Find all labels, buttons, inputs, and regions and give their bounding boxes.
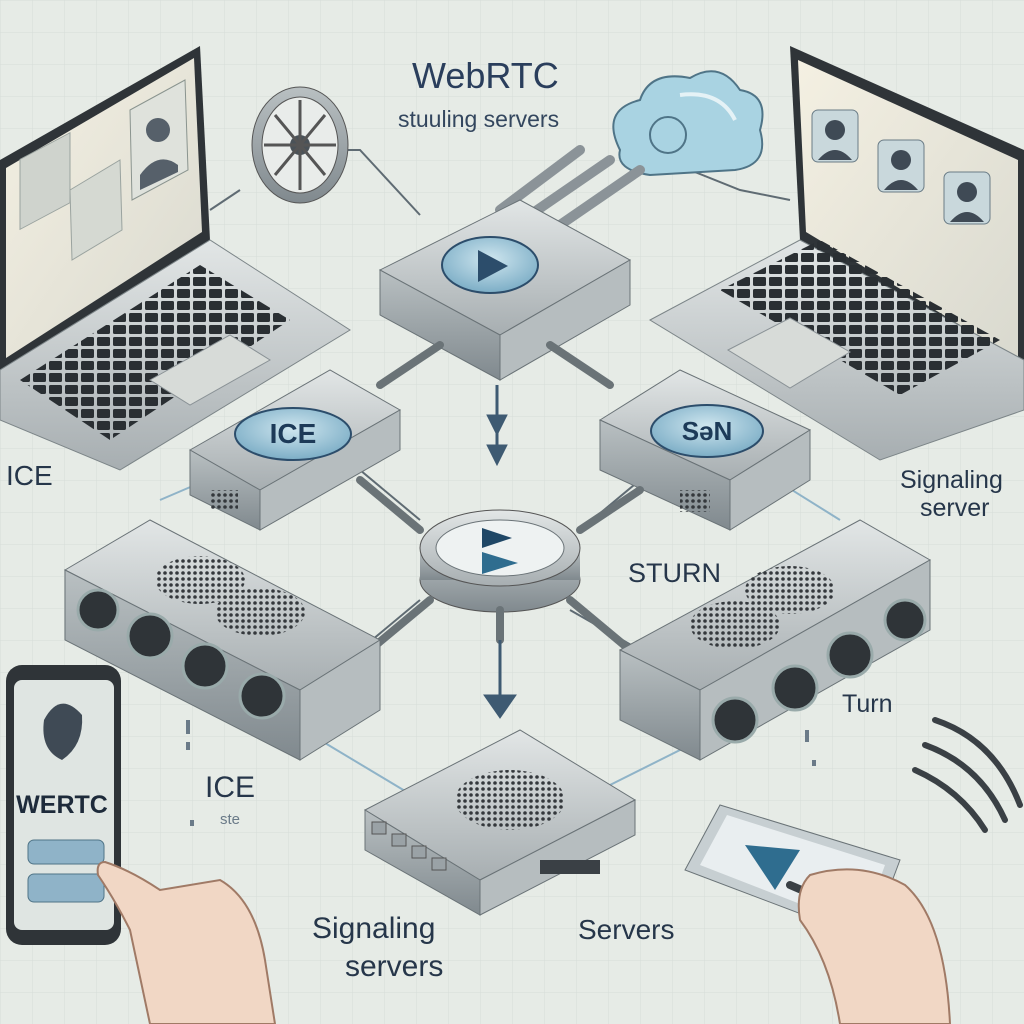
signal-waves-icon (912, 717, 1023, 833)
signaling-label-bottom: Signaling (312, 912, 436, 945)
turn-label: Turn (842, 690, 893, 718)
hand-icon (96, 860, 277, 1024)
signaling-label-right: Signaling (900, 466, 1003, 494)
center-hub-device (366, 509, 634, 654)
play-icon (478, 250, 508, 282)
bottom-switch-device (363, 729, 637, 916)
laptop-right-icon (648, 46, 1024, 461)
fan-icon (251, 86, 349, 204)
stn-device-badge: SǝN (681, 415, 733, 446)
server-left-device (63, 519, 382, 761)
servers-label: Servers (578, 914, 675, 945)
diagram-subtitle: stuuling servers (398, 106, 560, 132)
decorative-marks (186, 720, 816, 826)
ice-label-bottom: ICE (205, 771, 256, 804)
cable-bundle (495, 145, 645, 230)
laptop-left-icon (0, 46, 351, 471)
diagram-title: WebRTC (412, 55, 559, 96)
server-right-device (618, 519, 932, 761)
arrow-down-icon (483, 385, 517, 719)
ice-device (188, 369, 424, 534)
phone-screen-text: WERTC (16, 790, 108, 819)
play-icon (482, 552, 518, 574)
play-icon (745, 845, 800, 890)
ice-device-badge: ICE (269, 418, 317, 449)
play-icon (482, 528, 512, 548)
ste-label: ste (220, 811, 241, 828)
hand-icon (797, 868, 952, 1024)
stn-device (576, 369, 812, 534)
ice-label-left: ICE (6, 460, 53, 491)
phone-icon (6, 665, 121, 945)
server-label-right: server (920, 494, 990, 522)
stun-label: STURN (628, 558, 721, 588)
top-router-device (376, 199, 632, 389)
cloud-icon (612, 70, 764, 177)
servers-label-bottom: servers (345, 950, 444, 983)
